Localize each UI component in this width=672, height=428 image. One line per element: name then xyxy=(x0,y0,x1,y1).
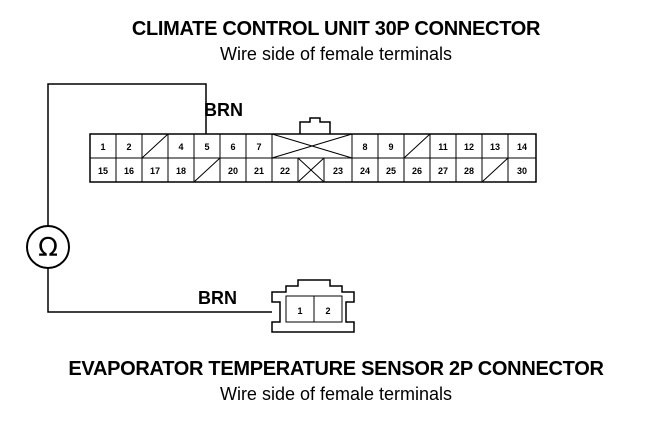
pin-label: 14 xyxy=(517,142,527,152)
pin-label: 20 xyxy=(228,166,238,176)
sensor-pin-label: 1 xyxy=(297,306,302,316)
ohm-symbol: Ω xyxy=(38,233,58,263)
empty-cavity-10 xyxy=(403,133,431,159)
pin-label: 5 xyxy=(204,142,209,152)
pin-label: 27 xyxy=(438,166,448,176)
sensor-cavity-1 xyxy=(285,295,315,323)
pin-label: 7 xyxy=(256,142,261,152)
pin-label: 15 xyxy=(98,166,108,176)
sensor-cavity-2 xyxy=(313,295,343,323)
blocked-cavity xyxy=(297,157,325,183)
pin-label: 25 xyxy=(386,166,396,176)
top-connector-subtitle: Wire side of female terminals xyxy=(219,44,453,64)
pin-label: 17 xyxy=(150,166,160,176)
pin-label: 28 xyxy=(464,166,474,176)
bottom-wire-label: BRN xyxy=(198,288,237,308)
pin-label: 13 xyxy=(490,142,500,152)
pin-label: 12 xyxy=(464,142,474,152)
empty-cavity-29 xyxy=(481,157,509,183)
wire-bottom xyxy=(47,268,272,313)
sensor-pin-label: 2 xyxy=(325,306,330,316)
pin-label: 23 xyxy=(333,166,343,176)
keyed-blank-area xyxy=(271,133,353,159)
pin-label: 18 xyxy=(176,166,186,176)
top-wire-label: BRN xyxy=(204,100,243,120)
pin-label: 8 xyxy=(362,142,367,152)
pin-label: 16 xyxy=(124,166,134,176)
top-connector-title: CLIMATE CONTROL UNIT 30P CONNECTOR xyxy=(131,18,541,40)
empty-cavity-19 xyxy=(193,157,221,183)
climate-control-30p-connector: 1 2 4 5 6 7 8 9 11 12 13 14 15 16 17 18 … xyxy=(89,117,537,183)
empty-cavity-3 xyxy=(141,133,169,159)
evaporator-sensor-2p-connector: 1 2 xyxy=(271,279,355,333)
pin-label: 11 xyxy=(438,142,448,152)
pin-label: 26 xyxy=(412,166,422,176)
ohmmeter-icon: Ω xyxy=(26,225,70,269)
bottom-connector-title: EVAPORATOR TEMPERATURE SENSOR 2P CONNECT… xyxy=(68,358,604,380)
pin-label: 24 xyxy=(360,166,370,176)
bottom-connector-subtitle: Wire side of female terminals xyxy=(219,384,453,404)
pin-label: 21 xyxy=(254,166,264,176)
pin-label: 22 xyxy=(280,166,290,176)
pin-label: 30 xyxy=(517,166,527,176)
wire-top xyxy=(47,83,207,226)
pin-label: 6 xyxy=(230,142,235,152)
pin-label: 1 xyxy=(100,142,105,152)
pin-label: 9 xyxy=(388,142,393,152)
pin-label: 2 xyxy=(126,142,131,152)
connector-lock-tab xyxy=(299,117,331,134)
pin-label: 4 xyxy=(178,142,183,152)
